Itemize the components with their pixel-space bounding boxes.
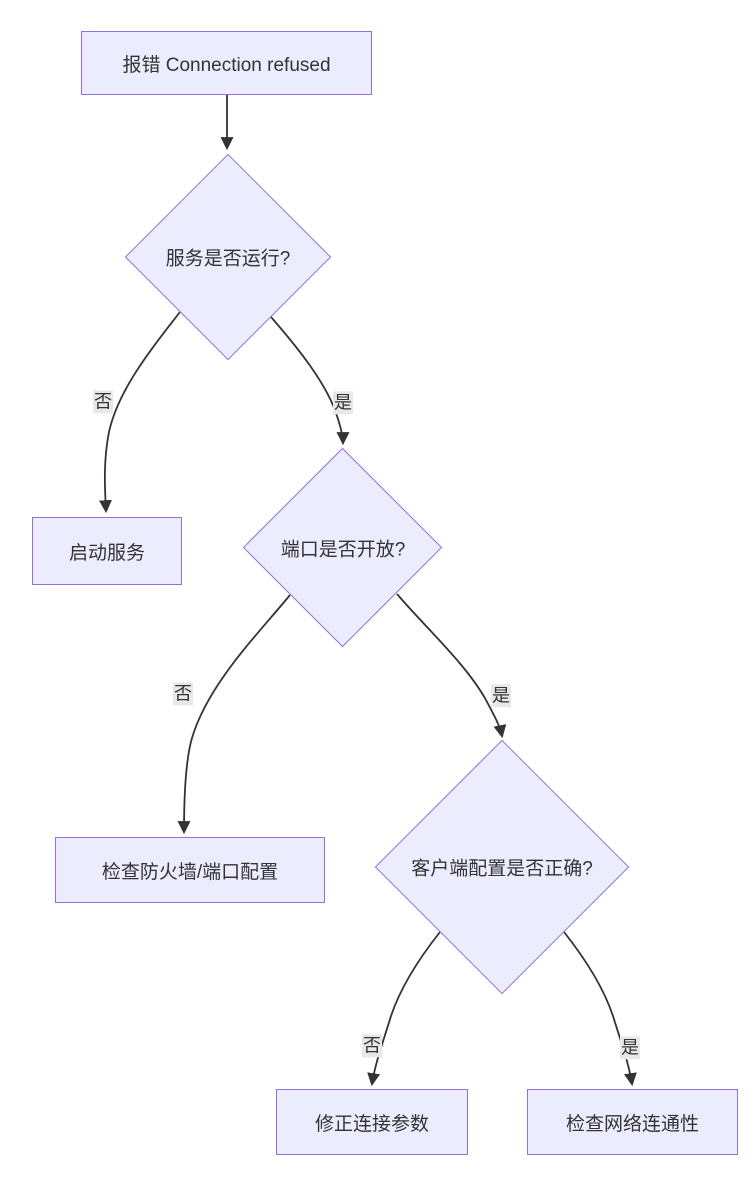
decision-service-running-label: 服务是否运行?: [165, 248, 291, 270]
node-start-service: 启动服务: [32, 517, 182, 585]
node-error-connection-refused: 报错 Connection refused: [81, 31, 372, 95]
edge-label-client-config-yes: 是: [620, 1036, 640, 1060]
edge-port-open-yes: [396, 593, 507, 739]
node-start-service-label: 启动服务: [68, 542, 145, 564]
edge-service-running-no: [98, 311, 181, 514]
edge-client-config-no: [367, 931, 441, 1087]
edge-label-port-open-no: 否: [173, 682, 193, 706]
edge-label-service-running-yes: 是: [333, 391, 353, 415]
node-error-connection-refused-label: 报错 Connection refused: [122, 54, 331, 76]
edge-service-running-yes: [270, 316, 350, 446]
node-check-firewall-port-config: 检查防火墙/端口配置: [55, 837, 325, 903]
edge-label-service-running-no: 否: [93, 390, 113, 414]
edge-client-config-yes: [563, 931, 637, 1087]
node-fix-connection-params-label: 修正连接参数: [314, 1113, 429, 1135]
edge-label-client-config-no: 否: [362, 1034, 382, 1058]
edge-port-open-no: [177, 594, 291, 835]
node-fix-connection-params: 修正连接参数: [276, 1089, 468, 1155]
edge-label-port-open-yes: 是: [491, 684, 511, 708]
node-check-network-connectivity-label: 检查网络连通性: [565, 1113, 699, 1135]
node-check-network-connectivity: 检查网络连通性: [527, 1089, 738, 1155]
decision-port-open-label: 端口是否开放?: [280, 539, 406, 561]
decision-client-config-correct-label: 客户端配置是否正确?: [411, 858, 593, 880]
node-check-firewall-port-config-label: 检查防火墙/端口配置: [101, 861, 279, 883]
